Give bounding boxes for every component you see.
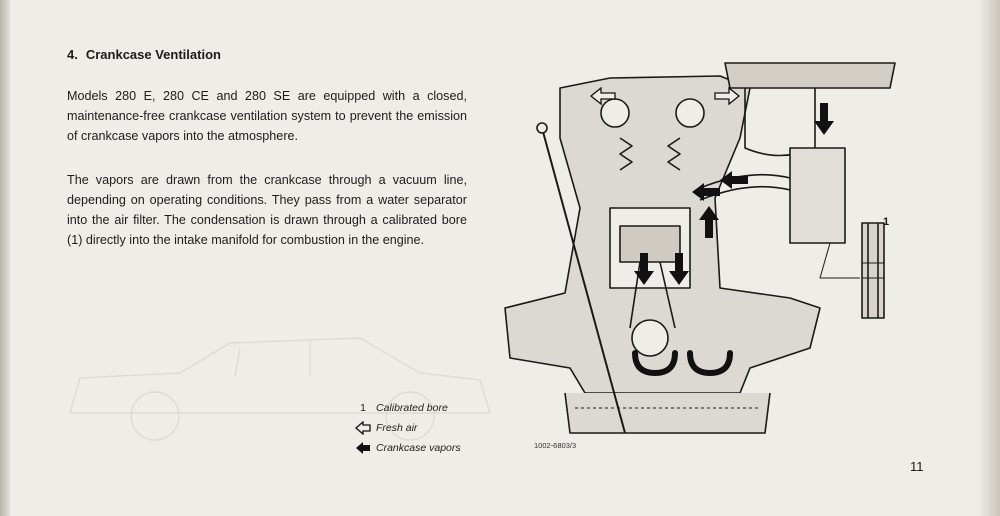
legend-label: Fresh air (376, 422, 418, 434)
legend-label: Calibrated bore (376, 402, 448, 414)
legend-item-calibrated-bore: 1 Calibrated bore (350, 398, 461, 418)
page-fold-shadow (0, 0, 10, 516)
page-number: 11 (910, 459, 924, 474)
calibrated-bore-callout: 1 (883, 216, 890, 228)
legend-item-fresh-air: Fresh air (350, 418, 461, 438)
section-title: Crankcase Ventilation (85, 47, 221, 62)
page-edge-shadow (978, 0, 1000, 516)
outline-arrow-left-icon (355, 421, 371, 435)
diagram-legend: 1 Calibrated bore Fresh air Crankcase va… (350, 398, 461, 458)
filled-arrow-left-icon (356, 442, 370, 454)
intro-paragraph: Models 280 E, 280 CE and 280 SE are equi… (67, 89, 467, 143)
legend-label: Crankcase vapors (376, 442, 461, 454)
process-paragraph: The vapors are drawn from the crankcase … (67, 173, 467, 247)
bleed-through-car-outline (69, 337, 491, 441)
section-heading: 4. Crankcase Ventilation (67, 47, 221, 62)
legend-number: 1 (360, 402, 366, 414)
engine-cross-section-diagram (504, 62, 896, 434)
legend-item-crankcase-vapors: Crankcase vapors (350, 438, 461, 458)
drawing-reference-code: 1002-6803/3 (534, 441, 577, 450)
section-number: 4. (67, 47, 78, 62)
